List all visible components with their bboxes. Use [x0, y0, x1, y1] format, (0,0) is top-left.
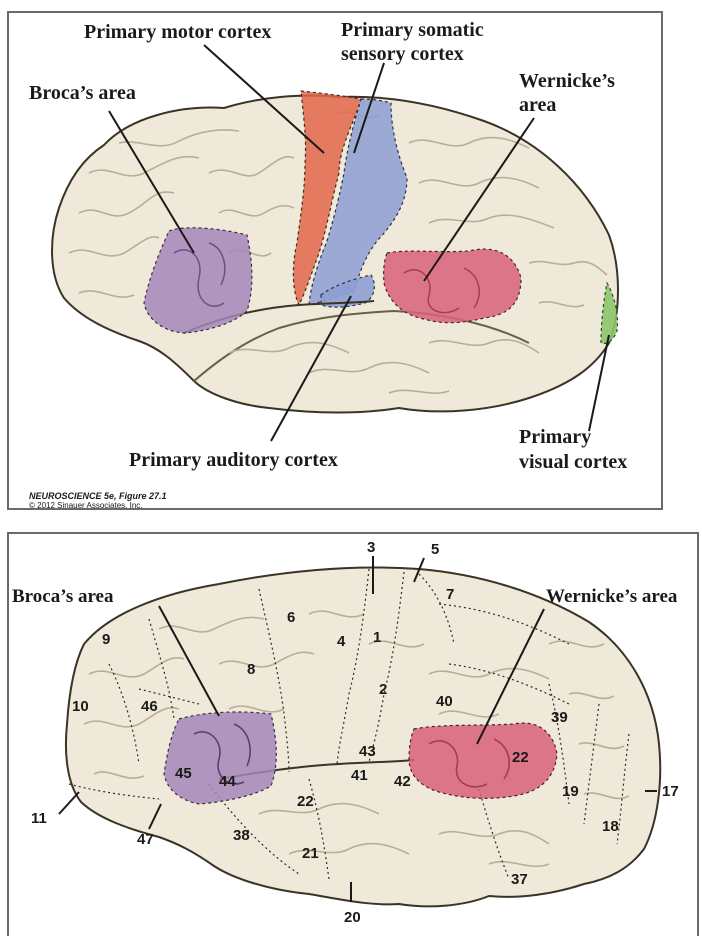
brodmann-43: 43	[359, 743, 376, 760]
bottom-figure-panel: Broca’s area Wernicke’s area 3 5 7 6 4 1…	[7, 532, 699, 936]
primary-auditory-cortex-region	[320, 274, 375, 308]
label-primary-somatic-line1: Primary somatic	[341, 19, 484, 41]
primary-visual-cortex-region	[600, 281, 619, 345]
brodmann-39: 39	[551, 709, 568, 726]
label-primary-motor-cortex: Primary motor cortex	[84, 21, 271, 43]
brodmann-4: 4	[337, 633, 346, 650]
brodmann-22-upper: 22	[512, 749, 529, 766]
brodmann-18: 18	[602, 818, 619, 835]
brodmann-44: 44	[219, 773, 236, 790]
gyri-texture-bottom	[83, 610, 630, 868]
top-figure-panel: Primary motor cortex Primary somatic sen…	[7, 11, 663, 510]
caption-source: NEUROSCIENCE 5e, Figure 27.1	[29, 491, 167, 501]
label-wernickes-line2: area	[519, 94, 556, 116]
brodmann-21: 21	[302, 845, 319, 862]
brocas-area-region-bottom	[163, 711, 277, 805]
brain-functional-areas-illustration: Primary motor cortex Primary somatic sen…	[29, 19, 627, 473]
label-primary-visual-line2: visual cortex	[519, 451, 627, 473]
brodmann-46: 46	[141, 698, 158, 715]
brodmann-38: 38	[233, 827, 250, 844]
gyri-texture	[68, 111, 608, 394]
primary-motor-cortex-region	[292, 90, 362, 307]
wernickes-area-region	[383, 248, 522, 324]
brodmann-22-lower: 22	[297, 793, 314, 810]
label-brocas-area: Broca’s area	[29, 82, 136, 104]
label-primary-visual-line1: Primary	[519, 426, 591, 448]
label-primary-auditory-cortex: Primary auditory cortex	[129, 449, 338, 471]
label-primary-somatic-line2: sensory cortex	[341, 43, 464, 65]
brodmann-1: 1	[373, 629, 381, 646]
brain-outline-bottom	[64, 566, 662, 908]
brodmann-10: 10	[72, 698, 89, 715]
figure-caption: NEUROSCIENCE 5e, Figure 27.1 © 2012 Sina…	[29, 491, 167, 510]
brodmann-6: 6	[287, 609, 295, 626]
leader-lines-bottom	[58, 556, 657, 902]
brodmann-8: 8	[247, 661, 255, 678]
brodmann-47: 47	[137, 831, 154, 848]
label-wernickes-line1: Wernicke’s	[519, 70, 615, 92]
brodmann-17: 17	[662, 783, 679, 800]
brodmann-40: 40	[436, 693, 453, 710]
brodmann-20: 20	[344, 909, 361, 926]
brodmann-2: 2	[379, 681, 387, 698]
brodmann-11: 11	[31, 810, 47, 827]
brodmann-19: 19	[562, 783, 579, 800]
brodmann-37: 37	[511, 871, 528, 888]
brodmann-42: 42	[394, 773, 411, 790]
label-wernickes-area-bottom: Wernicke’s area	[546, 586, 678, 607]
brodmann-41: 41	[351, 767, 368, 784]
wernickes-area-region-bottom	[408, 722, 558, 799]
brodmann-3: 3	[367, 539, 375, 556]
brain-brodmann-areas-illustration: Broca’s area Wernicke’s area 3 5 7 6 4 1…	[12, 539, 679, 926]
leader-lines	[108, 44, 610, 442]
label-brocas-area-bottom: Broca’s area	[12, 586, 114, 607]
caption-copyright: © 2012 Sinauer Associates, Inc.	[29, 501, 143, 510]
brodmann-9: 9	[102, 631, 110, 648]
brodmann-45: 45	[175, 765, 192, 782]
brodmann-7: 7	[446, 586, 454, 603]
brodmann-5: 5	[431, 541, 439, 558]
